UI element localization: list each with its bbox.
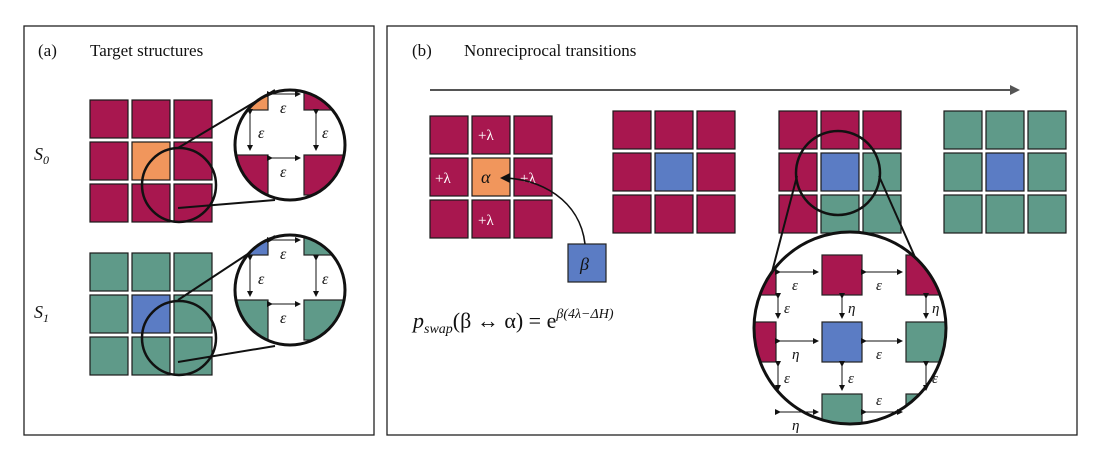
tile-blue: [654, 152, 694, 192]
zoom-circle-transition: ε ε η ε η ε ε η η ε ε ε: [752, 230, 948, 434]
tile-magenta: [513, 115, 553, 155]
tile-green: [985, 194, 1025, 234]
zoom-source-circle: [140, 146, 218, 224]
epsilon-label: ε: [280, 100, 287, 117]
epsilon-label: ε: [848, 371, 854, 387]
tile-magenta: [173, 99, 213, 139]
plus-lambda-label: +λ: [478, 213, 494, 229]
tile-blue: [985, 152, 1025, 192]
tile-green: [89, 252, 129, 292]
eta-label: η: [848, 301, 855, 317]
tile-magenta: [131, 183, 171, 223]
tile-green: [131, 252, 171, 292]
tile: [303, 90, 345, 111]
tile-green: [1027, 152, 1067, 192]
tile-green: [173, 252, 213, 292]
tile-magenta: [131, 99, 171, 139]
zoom-source-circle: [794, 129, 882, 217]
panel-a-label: (a): [38, 41, 57, 60]
epsilon-label: ε: [784, 301, 790, 317]
panel-a-frame: [23, 25, 375, 436]
tile-green: [943, 152, 983, 192]
tile-magenta: [89, 99, 129, 139]
beta-tile: [567, 243, 607, 283]
tile-magenta: [612, 194, 652, 234]
tile-magenta: [89, 141, 129, 181]
tile-magenta: [696, 110, 736, 150]
target-structure-s0-grid: [89, 99, 213, 223]
zoom-line: [177, 199, 276, 209]
eta-label: η: [792, 347, 799, 363]
alpha-label: α: [481, 167, 491, 187]
tile-blue: [820, 152, 860, 192]
tile-green: [173, 336, 213, 376]
tile-green: [89, 336, 129, 376]
eta-label: η: [792, 418, 799, 434]
tile-magenta: [513, 157, 553, 197]
zoom-source-circle: [140, 299, 218, 377]
tile-green: [1027, 110, 1067, 150]
panel-b-label: (b): [412, 41, 432, 60]
tile-magenta: [696, 152, 736, 192]
tile-magenta: [173, 183, 213, 223]
panel-b-title: Nonreciprocal transitions: [464, 41, 636, 60]
epsilon-label: ε: [322, 271, 329, 288]
tile-magenta: [778, 110, 818, 150]
epsilon-label: ε: [280, 164, 287, 181]
epsilon-label: ε: [280, 246, 287, 263]
tile-green: [985, 110, 1025, 150]
tile-magenta: [513, 199, 553, 239]
zoom-line: [177, 345, 276, 363]
epsilon-label: ε: [876, 393, 882, 409]
tile-magenta: [862, 110, 902, 150]
tile-green: [943, 194, 983, 234]
epsilon-label: ε: [792, 278, 798, 294]
tile-magenta: [429, 115, 469, 155]
epsilon-label: ε: [784, 371, 790, 387]
tile-magenta: [696, 194, 736, 234]
tile-magenta: [612, 152, 652, 192]
transition-grid-2: [612, 110, 736, 234]
tile-green: [943, 110, 983, 150]
epsilon-label: ε: [280, 310, 287, 327]
epsilon-label: ε: [932, 371, 938, 387]
beta-label: β: [579, 254, 589, 274]
tile-green: [862, 152, 902, 192]
epsilon-label: ε: [258, 125, 265, 142]
tile-green: [1027, 194, 1067, 234]
plus-lambda-label: +λ: [478, 128, 494, 144]
tile-orange: [471, 157, 511, 197]
epsilon-label: ε: [876, 278, 882, 294]
epsilon-label: ε: [258, 271, 265, 288]
tile-magenta: [429, 199, 469, 239]
tile: [303, 235, 345, 256]
epsilon-label: ε: [876, 347, 882, 363]
s1-label: S1: [34, 302, 49, 325]
tile-magenta: [429, 157, 469, 197]
tile-magenta: [471, 199, 511, 239]
swap-arrow: [500, 173, 586, 245]
transition-grid-3: [778, 110, 902, 234]
zoom-circle-s1: ε ε ε ε: [233, 233, 347, 347]
tile-magenta: [612, 110, 652, 150]
tile-green: [89, 294, 129, 334]
tile-green: [131, 336, 171, 376]
tile-magenta: [654, 194, 694, 234]
epsilon-label: ε: [322, 125, 329, 142]
panel-a-title: Target structures: [90, 41, 203, 60]
plus-lambda-label: +λ: [435, 171, 451, 187]
tile-magenta: [471, 115, 511, 155]
plus-lambda-label: +λ: [520, 171, 536, 187]
transition-grid-4: [943, 110, 1067, 234]
s0-label: S0: [34, 144, 49, 167]
tile-magenta: [89, 183, 129, 223]
swap-probability-formula: pswap(β ↔ α) = eβ(4λ−ΔH): [411, 307, 614, 337]
tile-magenta: [778, 194, 818, 234]
tile-magenta: [654, 110, 694, 150]
eta-label: η: [932, 301, 939, 317]
panel-b-frame: [386, 25, 1078, 436]
